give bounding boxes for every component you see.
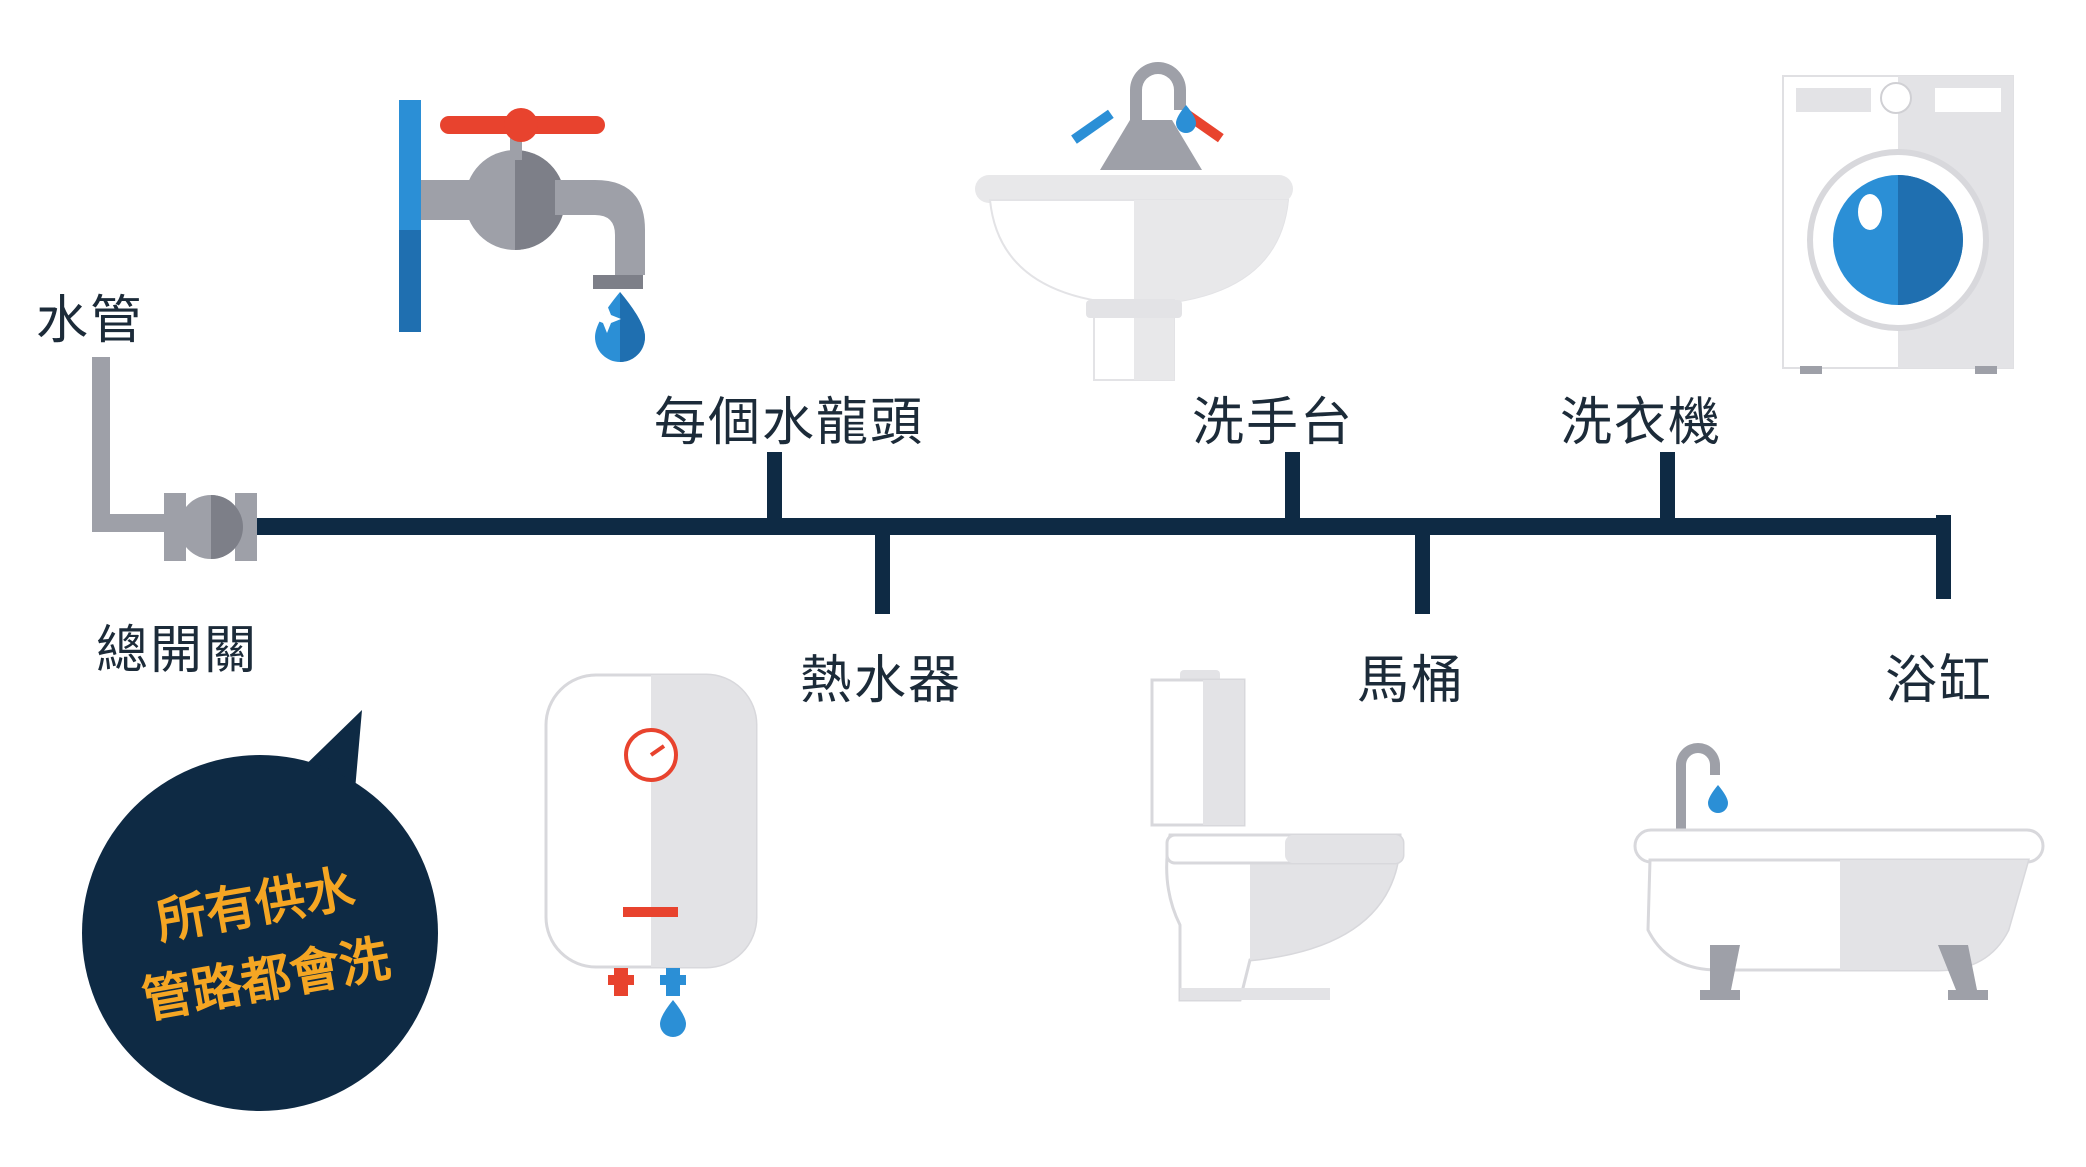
branch-toilet [1415,530,1430,614]
washing-machine-label: 洗衣機 [1560,393,1723,453]
washing-machine-icon [1782,75,2014,374]
branch-lines [767,452,1951,614]
wash-basin-label: 洗手台 [1192,393,1355,453]
speech-bubble [82,710,438,1111]
toilet-label: 馬桶 [1357,651,1466,711]
wash-basin-icon [975,62,1293,381]
main-valve-icon [164,493,257,561]
every-faucet-label: 每個水龍頭 [654,393,925,453]
bathtub-icon [1633,743,2045,1000]
main-supply-line [257,518,1950,535]
faucet-icon [399,100,645,362]
branch-bathtub [1936,515,1951,599]
branch-washer [1660,452,1675,522]
water-heater-label: 熱水器 [800,651,963,711]
toilet-icon [1150,670,1405,1002]
branch-basin [1285,452,1300,522]
water-pipe [92,357,172,532]
water-pipe-label: 水管 [36,291,145,351]
branch-faucet [767,452,782,522]
main-valve-label: 總開關 [96,621,259,681]
branch-heater [875,530,890,614]
water-heater-icon [544,673,758,1037]
bathtub-label: 浴缸 [1885,651,1994,711]
